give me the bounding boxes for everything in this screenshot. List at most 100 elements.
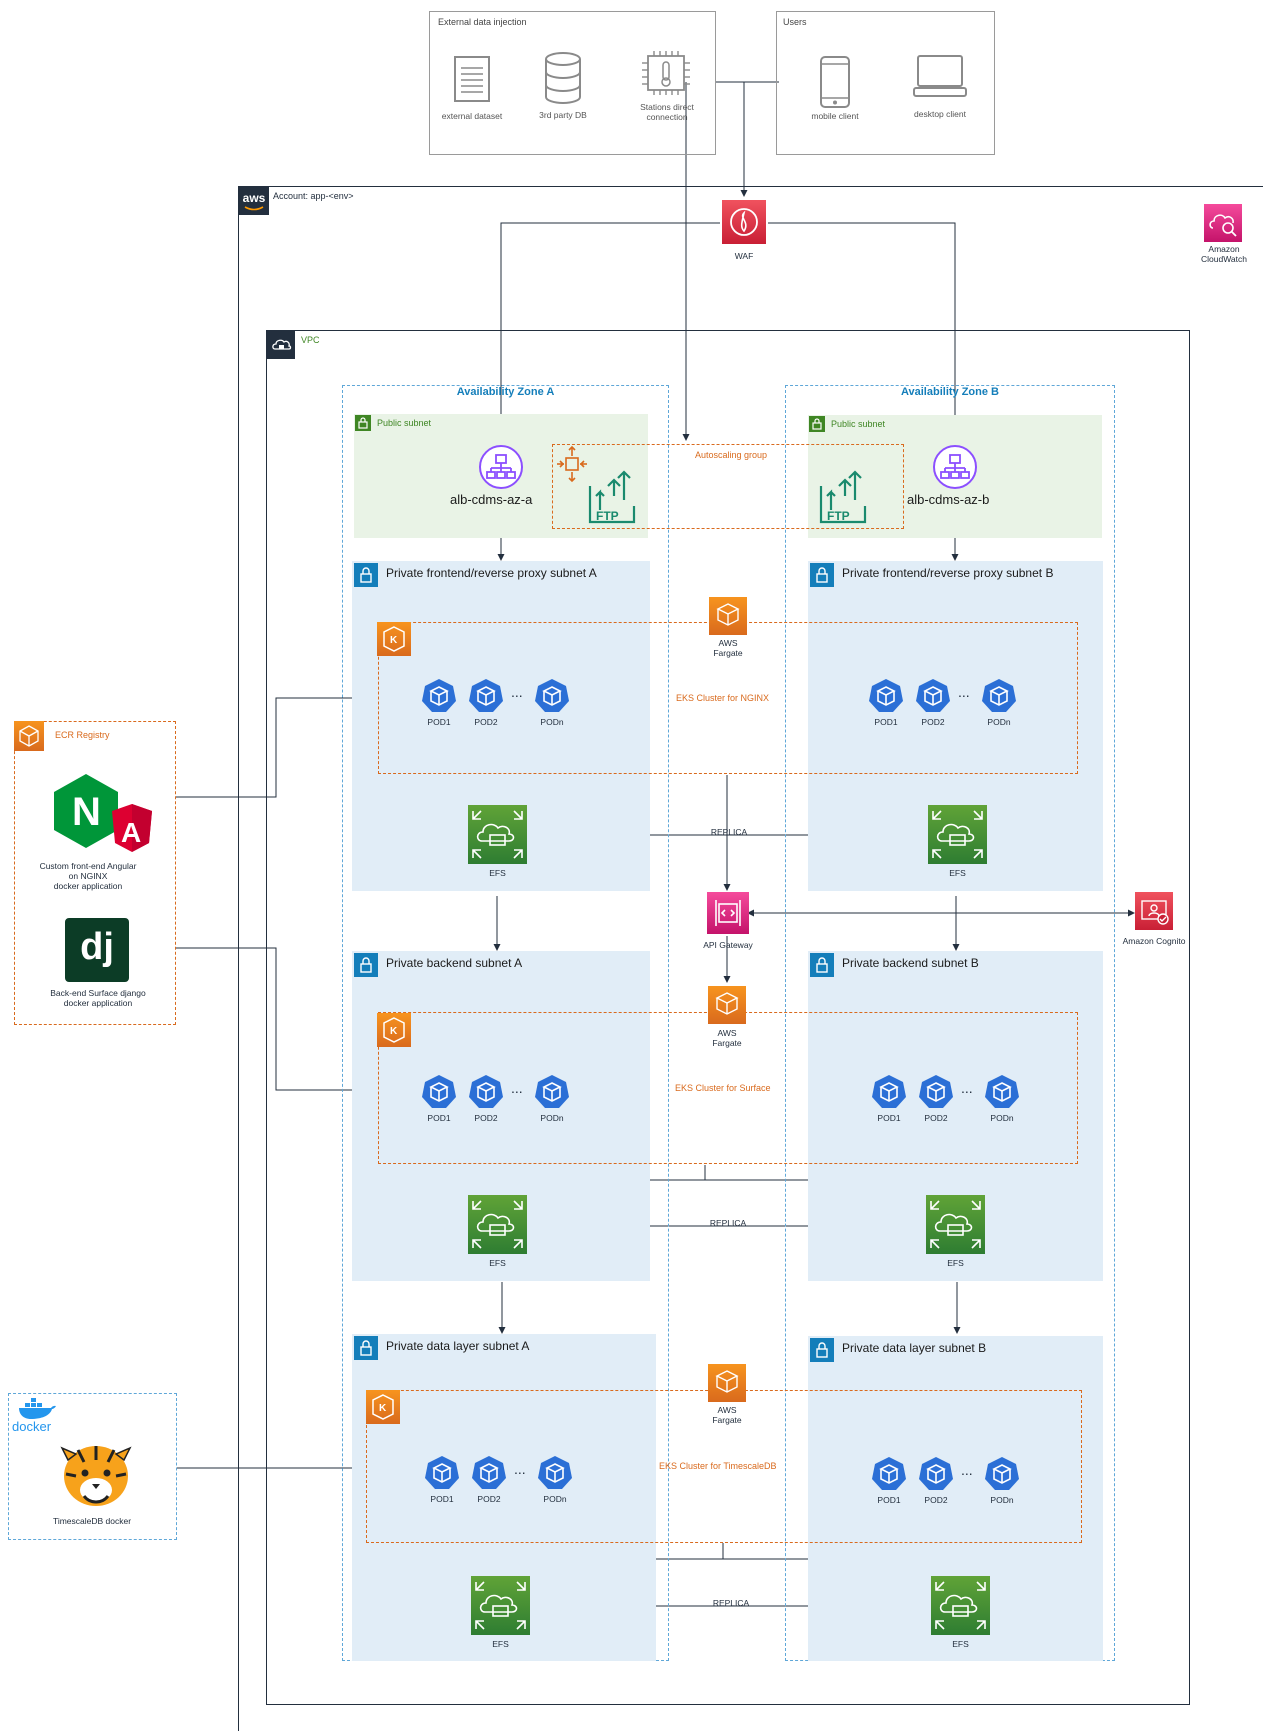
efs-item: EFS [928,805,988,881]
eks-icon: K [377,1013,411,1047]
pod-ellipsis: ... [511,1080,523,1096]
pod-label: POD1 [427,1113,451,1123]
efs-item: EFS [468,1195,528,1271]
pod-item: POD1 [424,1455,460,1509]
pod-icon [472,1456,506,1489]
fargate-label-line2: Fargate [713,648,743,658]
pod-icon [535,679,569,712]
efs-label: EFS [952,1639,969,1649]
pod-item: PODn [537,1455,573,1509]
django-app-label-line2: docker application [63,998,133,1008]
pod-label: POD2 [924,1495,948,1505]
efs-icon [928,805,987,864]
mobile-client-label: mobile client [811,111,859,121]
pod-icon [469,1075,503,1108]
pod-icon [422,1075,456,1108]
pod-label: POD2 [477,1494,501,1504]
pod-label: POD1 [427,717,451,727]
lock-icon [354,563,378,587]
nginx-app-label-line2: on NGINX [68,871,108,881]
lock-icon [810,563,834,587]
pod-icon [422,679,456,712]
pod-icon [538,1456,572,1489]
efs-label: EFS [947,1258,964,1268]
cognito-icon [1135,892,1173,930]
svg-text:K: K [379,1403,387,1414]
fargate-label-line1: AWS [717,1028,737,1038]
fargate-label-line1: AWS [717,1405,737,1415]
pod-item: PODn [984,1074,1020,1128]
efs-item: EFS [468,805,528,881]
efs-icon [468,805,527,864]
docker-group: docker [8,1393,177,1540]
nginx-app-label-line3: docker application [53,881,123,891]
fargate-icon [709,597,747,635]
pod-icon [985,1075,1019,1108]
pod-item: POD2 [915,678,951,732]
pod-label: PODn [540,1113,564,1123]
pod-item: POD1 [871,1074,907,1128]
stations-label-line: Stations direct connection [620,102,714,122]
pod-item: PODn [534,1074,570,1128]
vpc-frame: VPC [266,330,1190,1705]
django-logo-text: dj [80,926,114,968]
pod-icon [872,1457,906,1490]
pod-icon [535,1075,569,1108]
pod-ellipsis: ... [958,684,970,700]
efs-label: EFS [489,1258,506,1268]
timescaledb-tiger-icon [60,1446,132,1506]
django-app-label-line1: Back-end Surface django [50,988,146,998]
api-gateway-label: API Gateway [703,940,753,950]
aws-logo: aws [239,187,269,215]
fargate-icon [708,986,746,1024]
pod-ellipsis: ... [961,1080,973,1096]
availability-zone-a-label: Availability Zone A [456,386,555,398]
pod-ellipsis: ... [511,684,523,700]
pod-icon [919,1075,953,1108]
pod-icon [425,1456,459,1489]
fargate-label: AWS Fargate [697,1028,757,1048]
nginx-letter: N [72,790,101,834]
efs-icon [931,1576,990,1635]
ecr-registry-title: ECR Registry [55,730,110,740]
timescaledb-docker-label: TimescaleDB docker [52,1516,132,1526]
efs-icon [926,1195,985,1254]
pod-item: PODn [981,678,1017,732]
api-gateway-icon [707,892,749,934]
pod-label: PODn [543,1494,567,1504]
users-group-title: Users [783,17,807,27]
alb-a-label: alb-cdms-az-a [450,492,533,507]
nginx-angular-logo: N A [54,774,152,852]
pod-label: PODn [987,717,1011,727]
pod-ellipsis: ... [514,1461,526,1477]
pod-item: POD1 [421,1074,457,1128]
pod-item: PODn [984,1456,1020,1510]
aws-logo-text: aws [242,191,266,205]
third-party-db-label: 3rd party DB [539,110,587,120]
ftp-label: FTP [827,509,850,523]
frontend-subnet-b-label: Private frontend/reverse proxy subnet B [842,566,1054,580]
replica-label: REPLICA [710,827,748,837]
fargate-label-line1: AWS [718,638,738,648]
nginx-app-label: Custom front-end Angular on NGINX docker… [28,861,148,891]
pod-item: POD2 [471,1455,507,1509]
alb-b-label: alb-cdms-az-b [907,492,990,507]
external-data-injection-group: External data injection external dataset… [429,11,716,155]
pod-label: POD2 [474,717,498,727]
pod-icon [982,679,1016,712]
desktop-client-icon [913,55,967,97]
availability-zone-b-label: Availability Zone B [900,386,999,398]
pod-item: POD1 [871,1456,907,1510]
pod-icon [985,1457,1019,1490]
sensor-chip-icon [642,51,690,95]
cloudwatch-label-line1: Amazon [1208,244,1240,254]
pod-label: POD1 [877,1113,901,1123]
mobile-client-icon [820,56,850,108]
pod-label: POD1 [874,717,898,727]
efs-item: EFS [931,1576,991,1652]
eks-cluster-surface-label: EKS Cluster for Surface [675,1083,771,1093]
efs-item: EFS [471,1576,531,1652]
pod-icon [919,1457,953,1490]
lock-icon [354,1336,378,1360]
docker-whale-icon [19,1398,56,1419]
